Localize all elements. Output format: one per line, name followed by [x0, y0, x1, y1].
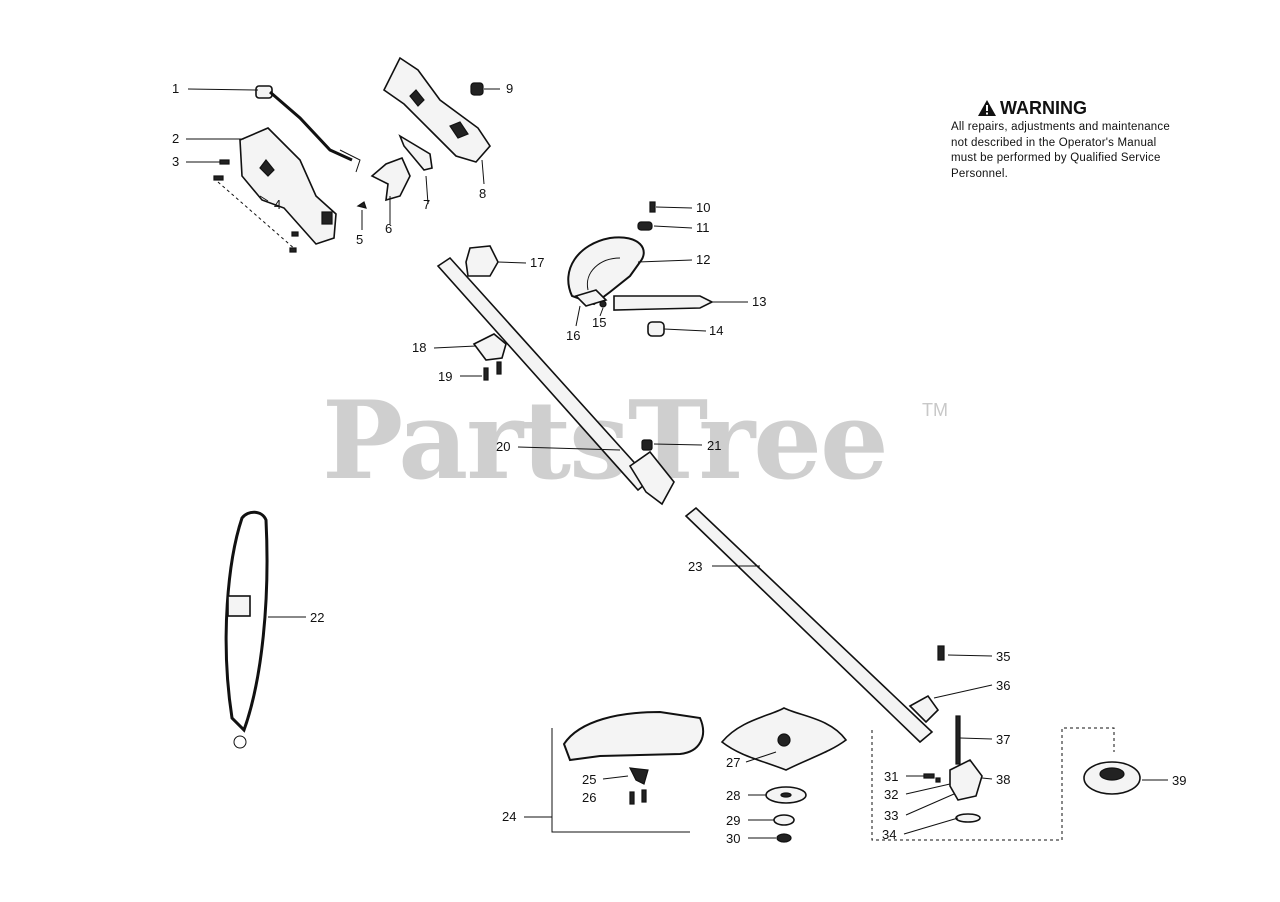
callout-23: 23	[688, 559, 702, 574]
part-19-screws	[483, 367, 489, 381]
part-36-clamp	[908, 694, 940, 724]
part-14-knob	[647, 321, 665, 337]
part-6-throttle-trigger	[370, 156, 411, 202]
warning-notice: WARNING All repairs, adjustments and mai…	[951, 98, 1181, 182]
callout-leader-lines	[186, 88, 1168, 839]
callout-33: 33	[884, 808, 898, 823]
callout-21: 21	[707, 438, 721, 453]
part-34-cup	[955, 813, 981, 823]
part-37-rod	[955, 715, 961, 765]
part-20-upper-shaft	[436, 256, 652, 492]
part-3-screws	[213, 159, 299, 253]
callout-27: 27	[726, 755, 740, 770]
assembly-dashed-outline	[871, 727, 1115, 841]
callout-5: 5	[356, 232, 363, 247]
part-9-nut	[470, 82, 484, 96]
callout-18: 18	[412, 340, 426, 355]
callout-29: 29	[726, 813, 740, 828]
callout-3: 3	[172, 154, 179, 169]
callout-numbers: 1 2 3 4 5 6 7 8 9 10 11 12 13 14 15 16 1…	[172, 81, 1186, 846]
callout-37: 37	[996, 732, 1010, 747]
part-8-handle-half	[382, 56, 492, 163]
callout-31: 31	[884, 769, 898, 784]
part-1-throttle-cable	[255, 85, 361, 173]
part-21-knob	[641, 439, 653, 451]
part-12-loop-handle	[567, 236, 645, 306]
part-26-screws	[629, 791, 635, 805]
callout-30: 30	[726, 831, 740, 846]
callout-34: 34	[882, 827, 896, 842]
callout-11: 11	[696, 220, 710, 235]
part-22-harness	[224, 510, 269, 749]
callout-17: 17	[530, 255, 544, 270]
trademark-mark: TM	[922, 400, 948, 420]
part-10-screw	[649, 201, 656, 213]
part-24-trimmer-guard	[551, 710, 705, 833]
callout-22: 22	[310, 610, 324, 625]
callout-25: 25	[582, 772, 596, 787]
callout-26: 26	[582, 790, 596, 805]
callout-14: 14	[709, 323, 723, 338]
callout-15: 15	[592, 315, 606, 330]
warning-title: WARNING	[1000, 97, 1087, 118]
part-18-bracket	[472, 333, 507, 361]
part-23-lower-shaft	[684, 506, 934, 744]
callout-16: 16	[566, 328, 580, 343]
callout-39: 39	[1172, 773, 1186, 788]
part-16-bracket	[574, 289, 608, 307]
part-35-bolt	[937, 645, 945, 661]
callout-7: 7	[423, 197, 430, 212]
callout-28: 28	[726, 788, 740, 803]
callout-35: 35	[996, 649, 1010, 664]
warning-triangle-icon	[978, 100, 996, 116]
part-32-key	[935, 777, 941, 783]
callout-38: 38	[996, 772, 1010, 787]
part-5-pin	[356, 201, 367, 209]
callout-6: 6	[385, 221, 392, 236]
part-11-clamp	[637, 221, 653, 231]
callout-32: 32	[884, 787, 898, 802]
callout-19: 19	[438, 369, 452, 384]
part-13-handle-strap	[613, 295, 714, 311]
callout-13: 13	[752, 294, 766, 309]
part-25-wedge	[628, 767, 649, 785]
parts-drawings	[213, 56, 1141, 843]
callout-4: 4	[274, 197, 281, 212]
callout-8: 8	[479, 186, 486, 201]
callout-24: 24	[502, 809, 516, 824]
part-7-lockout-lever	[398, 134, 433, 171]
part-39-trimmer-head	[1083, 761, 1141, 795]
part-30-nut	[776, 833, 792, 843]
callout-12: 12	[696, 252, 710, 267]
part-2-handle-housing	[239, 127, 337, 245]
callout-20: 20	[496, 439, 510, 454]
callout-10: 10	[696, 200, 710, 215]
callout-1: 1	[172, 81, 179, 96]
warning-body: All repairs, adjustments and maintenance…	[951, 121, 1170, 180]
part-33-gearhead	[949, 758, 983, 801]
callout-36: 36	[996, 678, 1010, 693]
part-17-cable-clip	[465, 245, 499, 277]
part-31-screw	[923, 773, 935, 779]
part-coupler	[628, 450, 675, 506]
part-29-washer	[773, 814, 795, 826]
callout-2: 2	[172, 131, 179, 146]
callout-9: 9	[506, 81, 513, 96]
